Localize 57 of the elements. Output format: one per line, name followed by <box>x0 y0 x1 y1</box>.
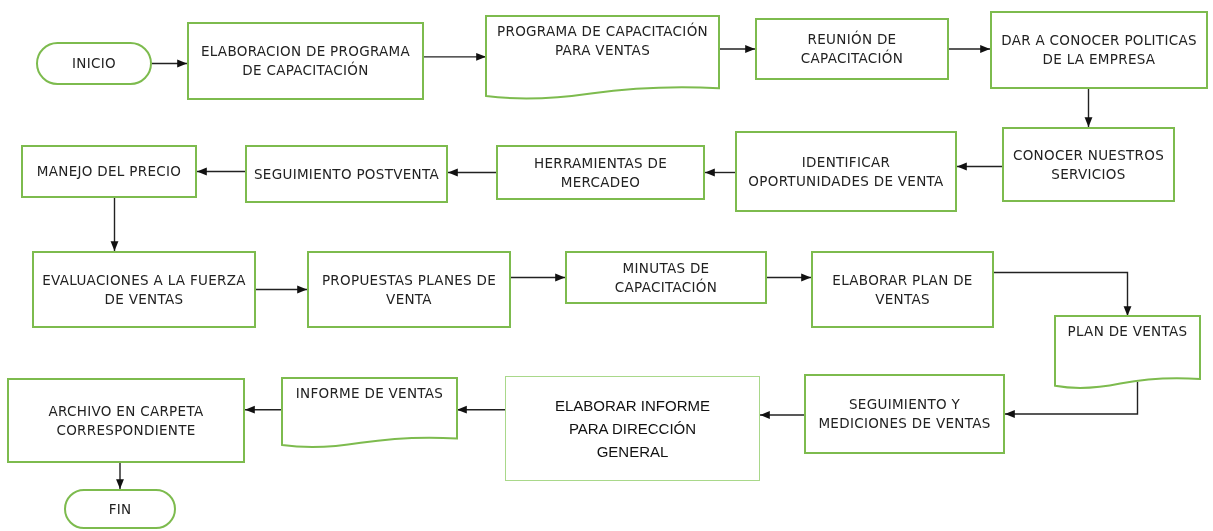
arrow <box>151 59 188 68</box>
arrow <box>766 273 812 282</box>
arrow <box>244 405 283 414</box>
node-label: ELABORACION DE PROGRAMA DE CAPACITACIÓN <box>199 42 412 80</box>
node-label: ELABORAR INFORME PARA DIRECCIÓN GENERAL <box>554 396 711 462</box>
node-label: CONOCER NUESTROS SERVICIOS <box>1011 145 1166 184</box>
node-label: SEGUIMIENTO POSTVENTA <box>253 164 440 184</box>
process-box <box>990 11 1208 89</box>
node-label: MINUTAS DE CAPACITACIÓN <box>613 258 719 297</box>
process-box <box>187 22 424 100</box>
process-box <box>496 145 705 200</box>
node-label: EVALUACIONES A LA FUERZA DE VENTAS <box>41 270 247 309</box>
process-box <box>307 251 511 328</box>
arrow <box>1004 381 1139 418</box>
process-box <box>245 145 448 203</box>
node-label: HERRAMIENTAS DE MERCADEO <box>532 153 669 192</box>
document-shape <box>1055 316 1200 391</box>
node-label: PLAN DE VENTAS <box>1066 322 1189 341</box>
document-shape <box>486 16 719 102</box>
node-label: ELABORAR PLAN DE VENTAS <box>831 270 974 309</box>
arrow <box>255 285 308 294</box>
process-box <box>32 251 256 328</box>
node-label: IDENTIFICAR OPORTUNIDADES DE VENTA <box>747 152 945 191</box>
node-label: DAR A CONOCER POLITICAS DE LA EMPRESA <box>1000 31 1198 69</box>
process-box <box>7 378 245 463</box>
arrow <box>993 271 1132 317</box>
node-label: SEGUIMIENTO Y MEDICIONES DE VENTAS <box>817 395 992 433</box>
process-box <box>735 131 957 212</box>
arrow <box>510 273 566 282</box>
terminal-shape <box>36 42 152 85</box>
arrow <box>196 167 246 176</box>
arrow <box>110 197 119 252</box>
node-label: INICIO <box>71 54 117 73</box>
arrow <box>1084 88 1093 128</box>
arrow <box>704 168 736 177</box>
process-box <box>505 376 760 481</box>
process-box <box>811 251 994 328</box>
arrow <box>116 462 124 490</box>
node-label: FIN <box>107 499 133 519</box>
node-label: REUNIÓN DE CAPACITACIÓN <box>799 30 905 68</box>
process-box <box>755 18 949 80</box>
node-label: PROPUESTAS PLANES DE VENTA <box>320 270 498 309</box>
arrow <box>447 168 497 177</box>
document-shape <box>282 378 457 450</box>
node-label: INFORME DE VENTAS <box>294 384 445 403</box>
process-box <box>21 145 197 198</box>
node-label: MANEJO DEL PRECIO <box>35 162 183 181</box>
arrow <box>956 162 1003 171</box>
node-label: PROGRAMA DE CAPACITACIÓN PARA VENTAS <box>496 22 709 60</box>
process-box <box>804 374 1005 454</box>
terminal-shape <box>64 489 176 529</box>
arrow <box>948 45 991 53</box>
node-label: ARCHIVO EN CARPETA CORRESPONDIENTE <box>47 401 205 440</box>
process-box <box>1002 127 1175 202</box>
arrow <box>759 411 805 419</box>
arrow <box>423 52 487 61</box>
process-box <box>565 251 767 304</box>
